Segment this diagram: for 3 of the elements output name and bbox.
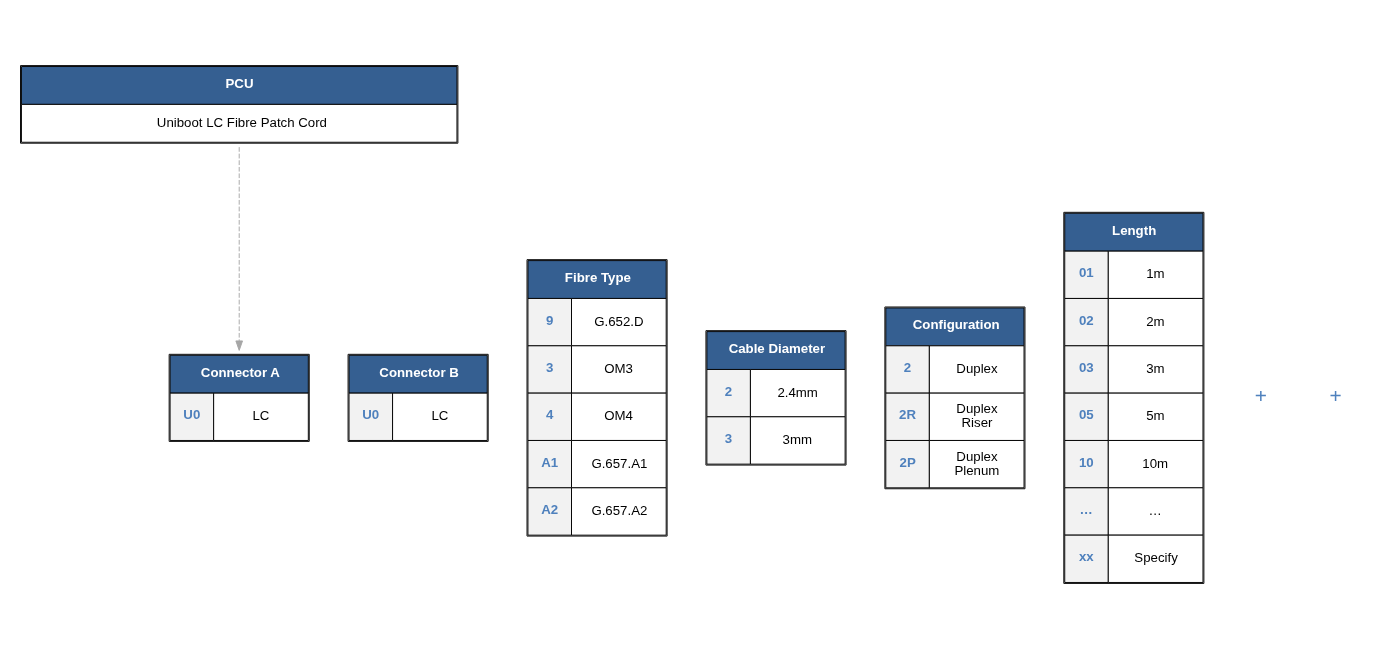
label: + [1329,384,1342,408]
arrow [235,146,243,351]
label: + [1254,384,1267,408]
